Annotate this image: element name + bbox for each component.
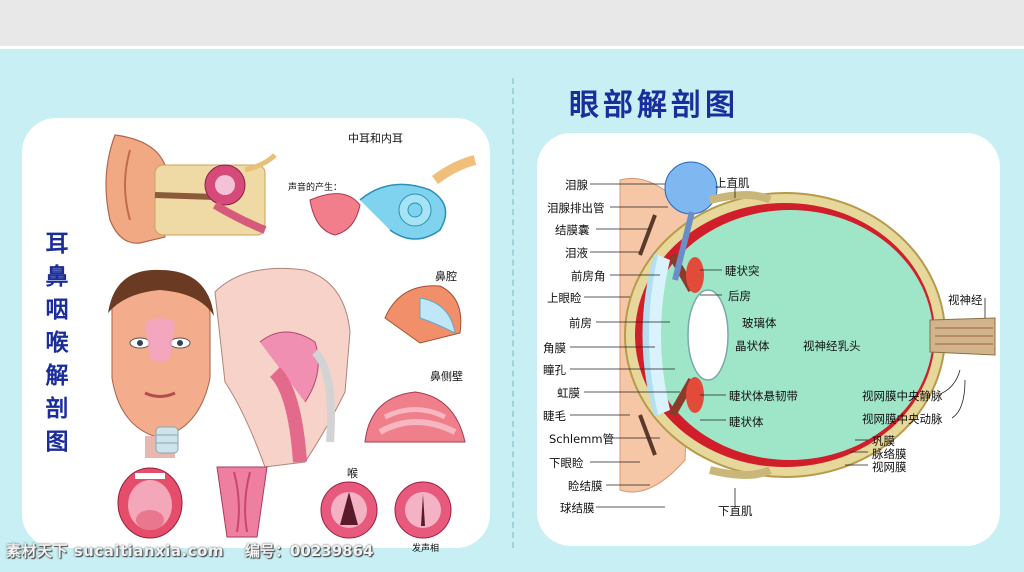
- nasal-wall-title: 鼻侧壁: [430, 370, 463, 383]
- eye-label-retina: 视网膜: [872, 460, 907, 474]
- eye-label-optic-nerve: 视神经: [948, 293, 983, 307]
- watermark-id: 编号：00239864: [245, 542, 374, 560]
- eye-label-lacrimal-duct: 泪腺排出管: [547, 201, 605, 215]
- eye-label-eyelashes: 睫毛: [543, 409, 566, 423]
- nasal-wall-illustration: [364, 391, 466, 443]
- eye-label-lens: 晶状体: [735, 339, 770, 353]
- eye-label-superior-rectus: 上直肌: [715, 176, 750, 190]
- eye-label-sclera: 巩膜: [872, 434, 895, 448]
- sagittal-head-illustration: [214, 267, 351, 468]
- phonation-label: 发声相: [412, 544, 440, 554]
- eye-label-ciliary-body: 睫状体: [729, 415, 764, 429]
- watermark-site: 素材天下 sucaitianxia.com: [6, 542, 225, 560]
- eye-anatomy-illustration: [619, 161, 996, 493]
- title-char: 图: [45, 429, 69, 455]
- neck-cartilage: [155, 426, 179, 454]
- eye-label-tears: 泪液: [565, 246, 588, 260]
- title-char: 解: [45, 363, 69, 389]
- title-char: 喉: [45, 330, 69, 356]
- vocal-cords-open: [320, 481, 378, 539]
- ent-vertical-title: 耳 鼻 咽 喉 解 剖 图: [40, 228, 74, 459]
- panel-divider: [512, 78, 514, 548]
- eye-label-bulbar-conjunctiva: 球结膜: [560, 501, 595, 515]
- eye-label-anterior-chamber: 前房: [569, 316, 592, 330]
- eye-label-lacrimal-gland: 泪腺: [565, 178, 588, 192]
- title-char: 鼻: [45, 264, 69, 290]
- nasal-cavity-title: 鼻腔: [435, 270, 457, 283]
- eye-label-posterior-chamber: 后房: [728, 289, 751, 303]
- eye-label-palpebral-conjunctiva: 睑结膜: [568, 479, 603, 493]
- top-bar: [0, 0, 1024, 49]
- eye-label-central-retinal-artery: 视网膜中央动脉: [862, 412, 943, 426]
- title-char: 耳: [45, 231, 69, 257]
- eye-label-upper-eyelid: 上眼睑: [547, 291, 582, 305]
- face-illustration: [108, 269, 214, 458]
- vocal-cords-closed: [394, 481, 452, 539]
- open-mouth-illustration: [117, 467, 183, 539]
- cochlea-illustration: [309, 155, 477, 240]
- nasal-cavity-illustration: [384, 285, 462, 344]
- eye-label-optic-disc: 视神经乳头: [803, 339, 861, 353]
- eye-label-anterior-chamber-angle: 前房角: [571, 269, 606, 283]
- voice-production-label: 声音的产生：: [288, 183, 343, 193]
- eye-label-choroid: 脉络膜: [872, 447, 907, 461]
- larynx-illustration: [216, 466, 268, 538]
- eye-label-cornea: 角膜: [543, 341, 566, 355]
- eye-label-ciliary-process: 睫状突: [725, 264, 760, 278]
- eye-label-zonular-fibers: 睫状体悬韧带: [729, 389, 798, 403]
- eye-label-schlemm-canal: Schlemm管: [549, 432, 615, 446]
- title-char: 剖: [45, 396, 69, 422]
- eye-label-lower-eyelid: 下眼睑: [549, 456, 584, 470]
- eye-label-vitreous-body: 玻璃体: [742, 316, 777, 330]
- eye-label-iris: 虹膜: [557, 386, 580, 400]
- eye-label-inferior-rectus: 下直肌: [718, 504, 753, 518]
- title-char: 咽: [45, 297, 69, 323]
- ear-illustration: [105, 134, 277, 244]
- middle-ear-title: 中耳和内耳: [348, 132, 403, 145]
- eye-title: 眼部解剖图: [569, 88, 739, 123]
- eye-label-central-retinal-vein: 视网膜中央静脉: [862, 389, 943, 403]
- eye-label-pupil: 瞳孔: [543, 363, 566, 377]
- larynx-title: 喉: [347, 467, 358, 480]
- eye-label-conjunctival-sac: 结膜囊: [555, 223, 590, 237]
